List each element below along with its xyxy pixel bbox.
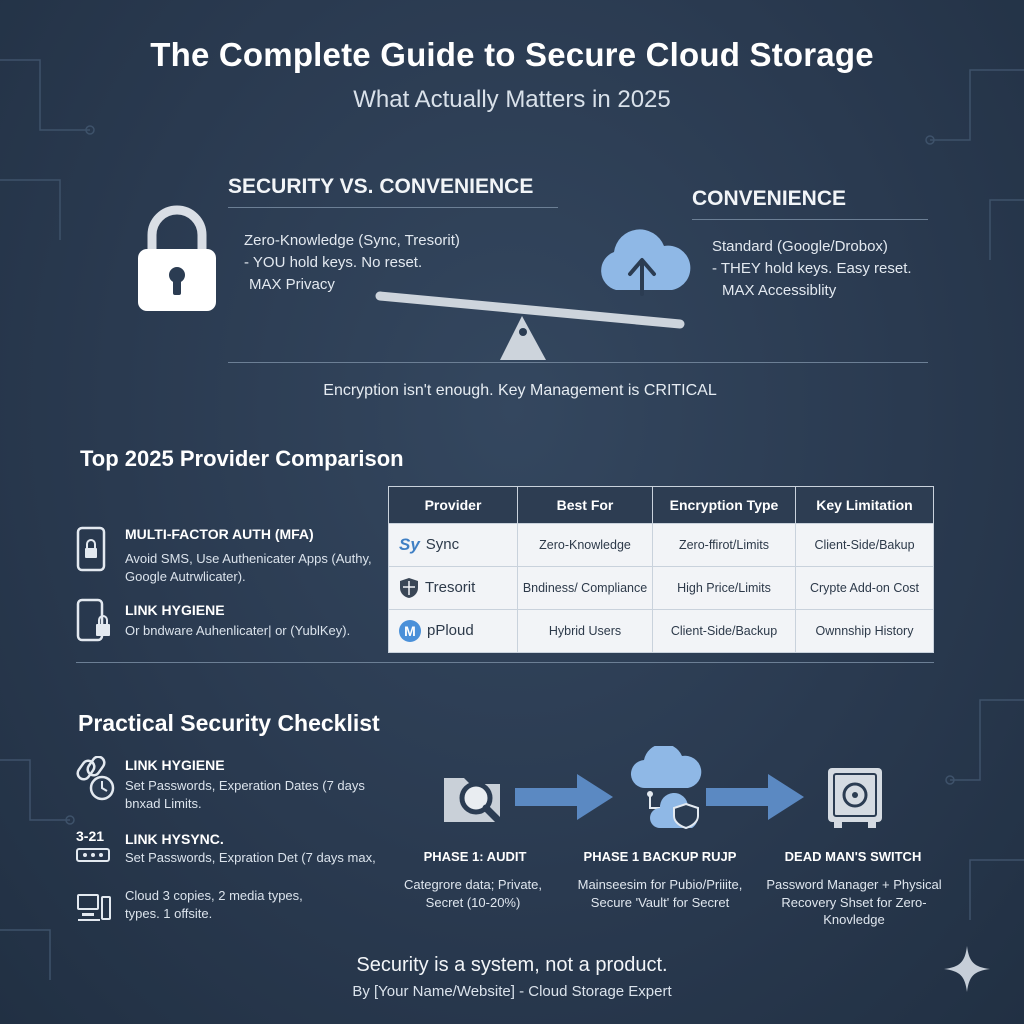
comparison-heading: Top 2025 Provider Comparison [80, 446, 404, 471]
phase-title: PHASE 1: AUDIT [423, 849, 527, 864]
limitation-cell: Ownnship History [795, 609, 934, 653]
divider [228, 362, 928, 363]
phone-lock-icon [76, 526, 106, 572]
phase-title: PHASE 1 BACKUP RUJP [583, 849, 737, 864]
vault-safe-icon [828, 768, 882, 828]
cloud-backup-shield-icon [630, 746, 702, 830]
phase-text: Password Manager + Physical Recovery Shs… [766, 877, 942, 928]
table-row: Tresorit Bndiness/ Compliance High Price… [388, 566, 934, 610]
security-heading: SECURITY VS. CONVENIENCE [228, 175, 534, 198]
divider [692, 219, 928, 220]
pcloud-logo-icon: M [399, 620, 421, 642]
column-header: Key Limitation [795, 486, 934, 524]
checklist-item-text: Set Passwords, Experation Dates (7 days … [125, 778, 365, 812]
standard-text: Standard (Google/Drobox) - THEY hold key… [712, 238, 912, 299]
checklist-item-title: LINK HYGIENE [125, 757, 225, 773]
phase-text: Mainseesim for Pubio/Priiite, Secure 'Va… [577, 877, 743, 910]
encryption-cell: Client-Side/Backup [652, 609, 796, 653]
best-for-cell: Bndiness/ Compliance [517, 566, 653, 610]
page-subtitle: What Actually Matters in 2025 [353, 86, 671, 113]
best-for-cell: Zero-Knowledge [517, 523, 653, 567]
table-row: M pPloud Hybrid Users Client-Side/Backup… [388, 609, 934, 653]
sync-logo-icon: Sy [399, 534, 420, 554]
provider-name: Tresorit [425, 578, 476, 596]
provider-name: pPloud [427, 621, 474, 639]
cloud-upload-icon [601, 229, 691, 296]
rule-badge: 3-21 [76, 828, 105, 844]
mfa-text: Avoid SMS, Use Authenicater Apps (Authy,… [125, 551, 372, 585]
checklist-item-text: Cloud 3 copies, 2 media types, types. 1 … [125, 888, 303, 922]
encryption-cell: High Price/Limits [652, 566, 796, 610]
arrow-right-icon [706, 774, 804, 820]
computer-devices-icon [77, 894, 111, 921]
checklist-item-text: Set Passwords, Expration Det (7 days max… [125, 850, 376, 865]
arrow-right-icon [515, 774, 613, 820]
password-dots-icon [76, 848, 110, 862]
seesaw-scale-icon [375, 291, 685, 360]
key-management-caption: Encryption isn't enough. Key Management … [323, 382, 717, 399]
best-for-cell: Hybrid Users [517, 609, 653, 653]
table-header-row: Provider Best For Encryption Type Key Li… [388, 486, 934, 524]
encryption-cell: Zero-ffirot/Limits [652, 523, 796, 567]
checklist-heading: Practical Security Checklist [78, 710, 380, 736]
checklist-item-title: LINK HYSYNC. [125, 831, 224, 847]
table-row: Sy Sync Zero-Knowledge Zero-ffirot/Limit… [388, 523, 934, 567]
convenience-heading: CONVENIENCE [692, 187, 847, 210]
column-header: Best For [517, 486, 653, 524]
link-clock-icon [76, 756, 115, 801]
phone-key-icon [76, 598, 110, 642]
divider [228, 207, 558, 208]
link-hygiene-text: Or bndware Auhenlicater| or (YublKey). [125, 623, 351, 638]
zero-knowledge-text: Zero-Knowledge (Sync, Tresorit) - YOU ho… [244, 232, 460, 293]
phase-title: DEAD MAN'S SWITCH [784, 849, 922, 864]
column-header: Provider [388, 486, 518, 524]
divider [76, 662, 934, 663]
folder-search-icon [444, 778, 506, 828]
mfa-title: MULTI-FACTOR AUTH (MFA) [125, 526, 314, 542]
provider-comparison-table: Provider Best For Encryption Type Key Li… [388, 486, 934, 653]
shield-icon [400, 578, 418, 598]
byline: By [Your Name/Website] - Cloud Storage E… [352, 983, 672, 1000]
link-hygiene-title: LINK HYGIENE [125, 602, 225, 618]
provider-name: Sync [425, 535, 460, 553]
limitation-cell: Crypte Add-on Cost [795, 566, 934, 610]
column-header: Encryption Type [652, 486, 796, 524]
sparkle-icon [944, 946, 990, 992]
page-title: The Complete Guide to Secure Cloud Stora… [150, 36, 874, 73]
limitation-cell: Client-Side/Bakup [795, 523, 934, 567]
phase-text: Categrore data; Private, Secret (10-20%) [403, 877, 543, 910]
padlock-icon [138, 205, 216, 311]
tagline: Security is a system, not a product. [356, 954, 668, 976]
